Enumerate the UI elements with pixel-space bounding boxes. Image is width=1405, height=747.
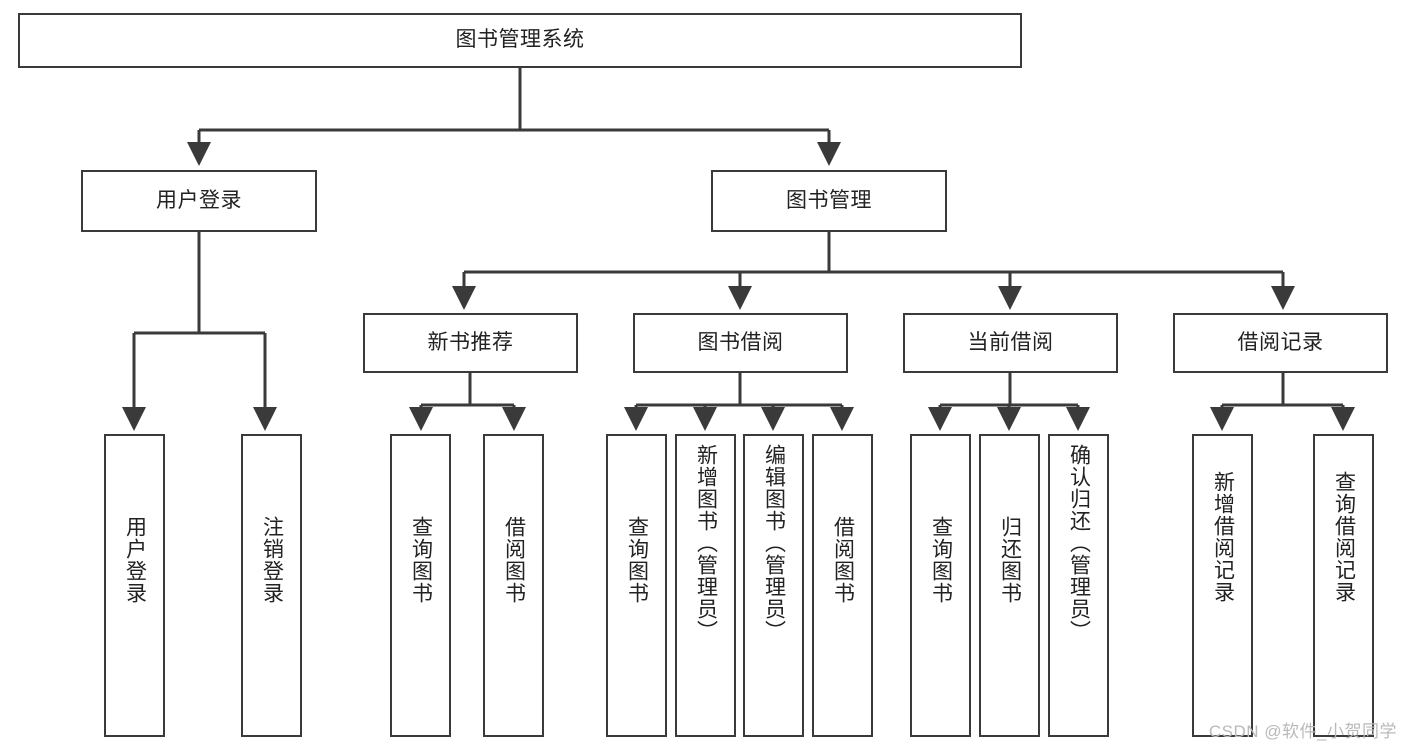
node-user-login[interactable]: 用户登录: [81, 170, 317, 232]
node-label: 编辑图书（管理员）: [762, 444, 786, 642]
node-label: 借阅图书: [831, 516, 855, 604]
node-borrow-record[interactable]: 借阅记录: [1173, 313, 1388, 373]
node-label: 新书推荐: [427, 330, 514, 354]
node-book-management[interactable]: 图书管理: [711, 170, 947, 232]
node-label: 图书借阅: [697, 330, 784, 354]
node-label: 查询图书: [409, 516, 433, 604]
node-label: 当前借阅: [967, 330, 1054, 354]
node-leaf-add-book-admin[interactable]: 新增图书（管理员）: [675, 434, 736, 737]
node-label: 用户登录: [156, 188, 242, 212]
node-label: 查询借阅记录: [1332, 471, 1356, 603]
node-label: 图书管理系统: [455, 28, 585, 52]
node-leaf-query-borrow-record[interactable]: 查询借阅记录: [1313, 434, 1374, 737]
node-label: 注销登录: [260, 516, 284, 604]
node-label: 借阅图书: [502, 516, 526, 604]
node-label: 查询图书: [625, 516, 649, 604]
node-label: 图书管理: [786, 188, 872, 212]
node-new-book-recommend[interactable]: 新书推荐: [363, 313, 578, 373]
node-label: 用户登录: [123, 516, 147, 604]
node-leaf-edit-book-admin[interactable]: 编辑图书（管理员）: [743, 434, 804, 737]
node-label: 归还图书: [998, 516, 1022, 604]
node-label: 确认归还（管理员）: [1067, 444, 1091, 642]
node-label: 查询图书: [929, 516, 953, 604]
watermark-text: CSDN @软件_小贺同学: [1208, 722, 1397, 741]
node-current-borrow[interactable]: 当前借阅: [903, 313, 1118, 373]
node-leaf-user-login[interactable]: 用户登录: [104, 434, 165, 737]
node-leaf-logout[interactable]: 注销登录: [241, 434, 302, 737]
node-label: 新增图书（管理员）: [694, 444, 718, 642]
node-leaf-query-book-current[interactable]: 查询图书: [910, 434, 971, 737]
node-label: 新增借阅记录: [1211, 471, 1235, 603]
node-leaf-borrow-book-new[interactable]: 借阅图书: [483, 434, 544, 737]
node-book-management-system[interactable]: 图书管理系统: [18, 13, 1022, 68]
node-leaf-query-book-borrow[interactable]: 查询图书: [606, 434, 667, 737]
node-leaf-return-book[interactable]: 归还图书: [979, 434, 1040, 737]
node-leaf-query-book-new[interactable]: 查询图书: [390, 434, 451, 737]
node-leaf-confirm-return-admin[interactable]: 确认归还（管理员）: [1048, 434, 1109, 737]
node-book-borrow[interactable]: 图书借阅: [633, 313, 848, 373]
node-leaf-add-borrow-record[interactable]: 新增借阅记录: [1192, 434, 1253, 737]
node-leaf-borrow-book[interactable]: 借阅图书: [812, 434, 873, 737]
node-label: 借阅记录: [1237, 330, 1324, 354]
